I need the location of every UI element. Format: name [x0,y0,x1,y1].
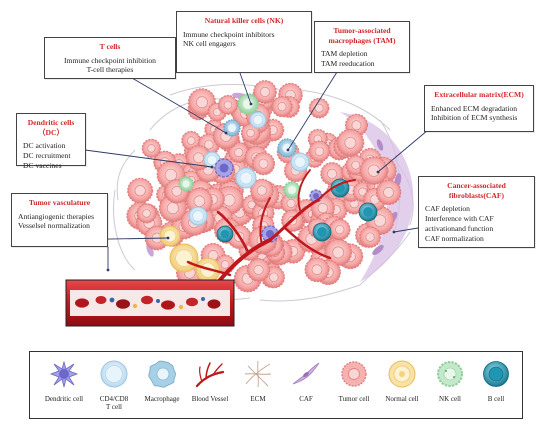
macrophage-icon [148,360,176,388]
legend-item-tumor-cell: Tumor cell [328,352,380,418]
t-cells-callout-title: T cells [99,42,121,51]
legend-label: Macrophage [144,395,180,403]
nk-cell [237,93,259,115]
legend-label: Tumor cell [338,395,370,403]
legend-item-ecm: ECM [232,352,284,418]
tumor-vasculature-callout-line: Vesselsel normalization [18,221,90,231]
legend-label: CAF [299,395,313,403]
tumor-cell [251,152,276,176]
tumor-cell [240,123,261,143]
dendritic-cell-icon [49,360,79,388]
t-cells-callout-line: T-cell therapies [86,65,134,75]
legend-label: Blood Vessel [191,395,229,403]
nk-callout-title: Natural killer cells (NK) [204,16,284,25]
tumor-cell [308,97,330,119]
b-cell [216,225,234,243]
dc-callout: Dendritic cells（DC） DC activation DC rec… [16,113,86,170]
ecm-callout: Extracellular matrix(ECM) Enhanced ECM d… [424,85,534,132]
tumor-cell [246,258,271,282]
b-cell-icon [483,361,509,387]
legend-item-t-cell: CD4/CD8 T cell [88,352,140,418]
tumor-cell [375,179,402,206]
dendritic-cell [214,158,234,178]
tumor-vasculature-callout-line: Antiangiogenic therapies [18,211,95,221]
tumor-cell [253,80,277,104]
tumor-cell [308,140,331,163]
normal-cell-icon [388,360,416,388]
legend-label: Dendritic cell [44,395,84,403]
legend-item-nk-cell: NK cell [424,352,476,418]
b-cell [358,202,378,222]
legend-item-b-cell: B cell [470,352,522,418]
nk-callout-line: NK cell engagers [183,39,236,49]
legend: Dendritic cell CD4/CD8 T cell Macrophage… [29,351,523,419]
caf-callout-title: Cancer-associated fibroblasts(CAF) [447,181,506,200]
tumor-cell [127,177,154,204]
blood-vessel-icon [195,362,225,388]
tumor-cell [359,226,381,248]
tumor-cell [271,95,293,118]
b-cell [312,222,332,242]
nk-callout: Natural killer cells (NK) Immune checkpo… [176,11,312,73]
tumor-cell [359,156,389,185]
t-cells-callout: T cells Immune checkpoint inhibition T-c… [44,37,176,79]
caf-callout-line: CAF normalization [425,233,484,243]
nk-cell [283,181,301,199]
caf-callout: Cancer-associated fibroblasts(CAF) CAF d… [418,176,535,248]
legend-label: Normal cell [385,395,419,403]
tumor-cell [250,178,274,203]
t-cell [290,152,310,172]
tam-callout-line: TAM reeducation [321,59,375,69]
nk-cell [178,176,194,192]
normal-cell [169,243,199,273]
tumor-cell [141,138,162,159]
dc-callout-line: DC activation [23,141,66,151]
legend-item-caf: CAF [280,352,332,418]
tam-callout-title: Tumor-associated macrophages (TAM) [328,26,396,45]
legend-item-blood-vessel: Blood Vessel [184,352,236,418]
ecm-callout-line: Inhibition of ECM synthesis [431,113,518,123]
tumor-cell-icon [341,361,367,387]
tumor-cell [217,94,238,115]
legend-label: B cell [487,395,505,403]
t-cell-icon [100,360,128,388]
t-cells-callout-line: Immune checkpoint inhibition [64,55,156,65]
caf-callout-line: Interference with CAF [425,214,494,224]
legend-label: NK cell [439,395,461,403]
legend-item-normal-cell: Normal cell [376,352,428,418]
macrophage [277,138,297,158]
tumor-vasculature-callout-title: Tumor vasculature [28,198,91,207]
t-cell [188,206,208,226]
caf-icon [292,362,320,385]
t-cell [249,111,267,129]
tumor-cell [336,128,365,157]
tumor-cell [136,203,157,224]
legend-item-macrophage: Macrophage [136,352,188,418]
legend-label: ECM [250,395,266,403]
normal-cell [159,225,181,247]
tumor-vasculature-callout: Tumor vasculature Antiangiogenic therapi… [11,193,108,247]
dc-callout-line: DC recruitment [23,151,71,161]
legend-item-dendritic-cell: Dendritic cell [38,352,90,418]
ecm-callout-title: Extracellular matrix(ECM) [434,90,524,99]
ecm-callout-line: Enhanced ECM degradation [431,103,518,113]
tumor-cell [228,141,250,164]
tumor-cell [304,257,330,283]
nk-callout-line: Immune checkpoint inhibitors [183,29,275,39]
ecm-icon [244,360,272,388]
t-cell [235,167,257,189]
tumor-cell [328,218,351,241]
macrophage [223,119,241,137]
legend-label: CD4/CD8 T cell [99,395,129,412]
caf-callout-line: CAF depletion [425,204,470,214]
dc-callout-title: Dendritic cells（DC） [27,118,75,137]
nk-cell-icon [437,361,463,387]
dc-callout-line: DC vaccines [23,160,62,170]
tam-callout-line: TAM depletion [321,49,368,59]
tam-callout: Tumor-associated macrophages (TAM) TAM d… [314,21,410,73]
caf-callout-line: activationand function [425,223,494,233]
